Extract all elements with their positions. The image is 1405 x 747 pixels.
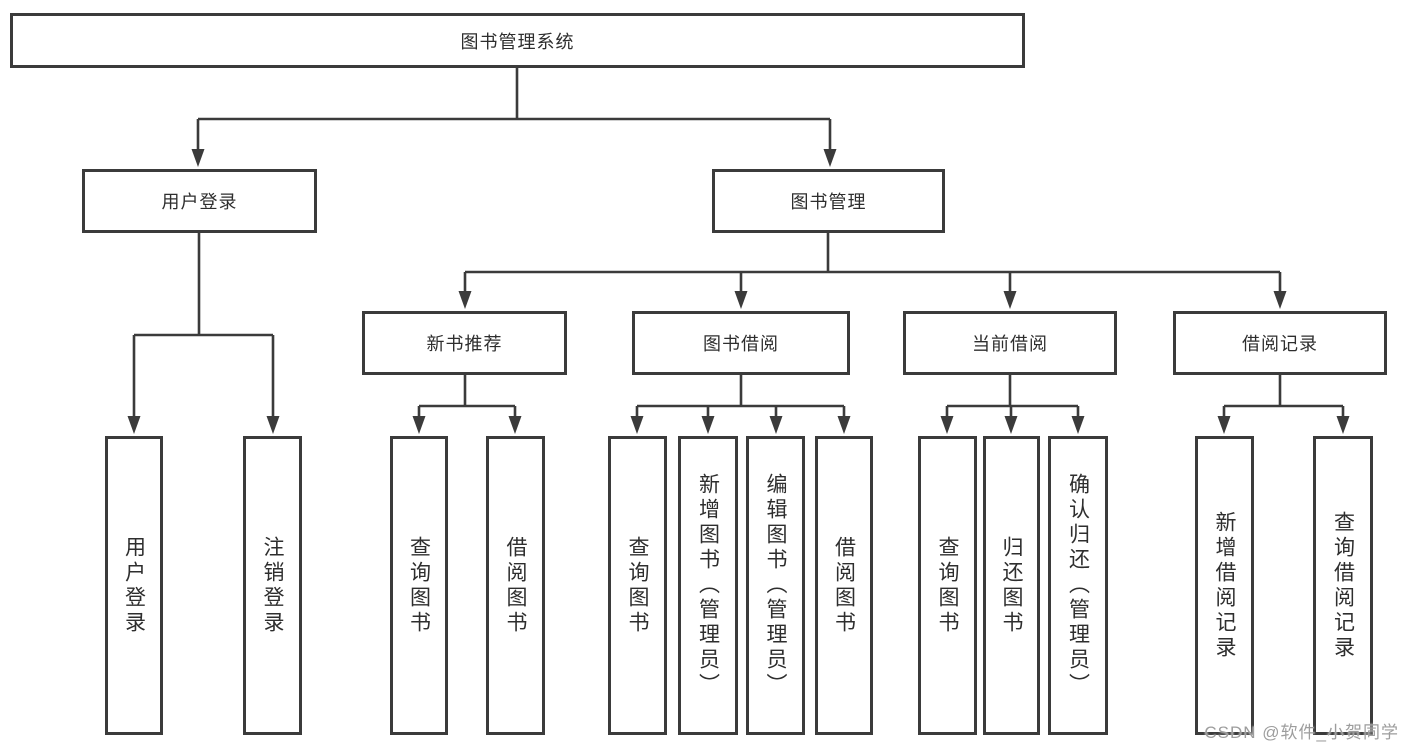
leaf-query-books: 查询图书	[918, 436, 977, 735]
leaf-add-borrow-record: 新增借阅记录	[1195, 436, 1254, 735]
leaf-query-books: 查询图书	[608, 436, 667, 735]
leaf-label: 借阅图书	[832, 535, 856, 636]
node-label: 图书管理系统	[460, 31, 575, 52]
node-library-system-root: 图书管理系统	[10, 13, 1025, 68]
node-current-borrowing: 当前借阅	[903, 311, 1117, 375]
leaf-borrow-books: 借阅图书	[486, 436, 545, 735]
leaf-label: 新增借阅记录	[1213, 510, 1236, 661]
node-label: 新书推荐	[426, 334, 503, 354]
node-borrowing-records: 借阅记录	[1173, 311, 1387, 375]
leaf-label: 查询图书	[936, 535, 959, 636]
leaf-label: 查询借阅记录	[1331, 510, 1355, 661]
leaf-logout: 注销登录	[243, 436, 302, 735]
node-label: 当前借阅	[972, 334, 1048, 354]
watermark-text: CSDN @软件_小贺同学	[1204, 723, 1399, 742]
leaf-label: 用户登录	[122, 535, 146, 636]
leaf-label: 确认归还（管理员）	[1066, 473, 1090, 698]
leaf-add-book-admin: 新增图书（管理员）	[678, 436, 738, 735]
leaf-query-borrow-record: 查询借阅记录	[1313, 436, 1373, 735]
leaf-label: 借阅图书	[504, 535, 527, 636]
leaf-edit-book-admin: 编辑图书（管理员）	[746, 436, 805, 735]
leaf-confirm-return-admin: 确认归还（管理员）	[1048, 436, 1108, 735]
leaf-query-books: 查询图书	[390, 436, 448, 735]
leaf-label: 新增图书（管理员）	[696, 473, 720, 698]
node-book-management: 图书管理	[712, 169, 945, 233]
leaf-label: 查询图书	[407, 535, 431, 636]
leaf-borrow-books: 借阅图书	[815, 436, 873, 735]
leaf-user-login: 用户登录	[105, 436, 163, 735]
leaf-label: 编辑图书（管理员）	[764, 473, 787, 698]
node-user-login: 用户登录	[82, 169, 317, 233]
node-label: 图书管理	[790, 192, 867, 212]
node-new-book-recommendation: 新书推荐	[362, 311, 567, 375]
node-label: 用户登录	[161, 192, 238, 212]
leaf-label: 注销登录	[261, 535, 284, 636]
node-label: 图书借阅	[703, 334, 779, 354]
node-book-borrowing: 图书借阅	[632, 311, 850, 375]
leaf-return-books: 归还图书	[983, 436, 1040, 735]
leaf-label: 查询图书	[626, 535, 649, 636]
leaf-label: 归还图书	[1000, 535, 1023, 636]
node-label: 借阅记录	[1242, 334, 1318, 354]
